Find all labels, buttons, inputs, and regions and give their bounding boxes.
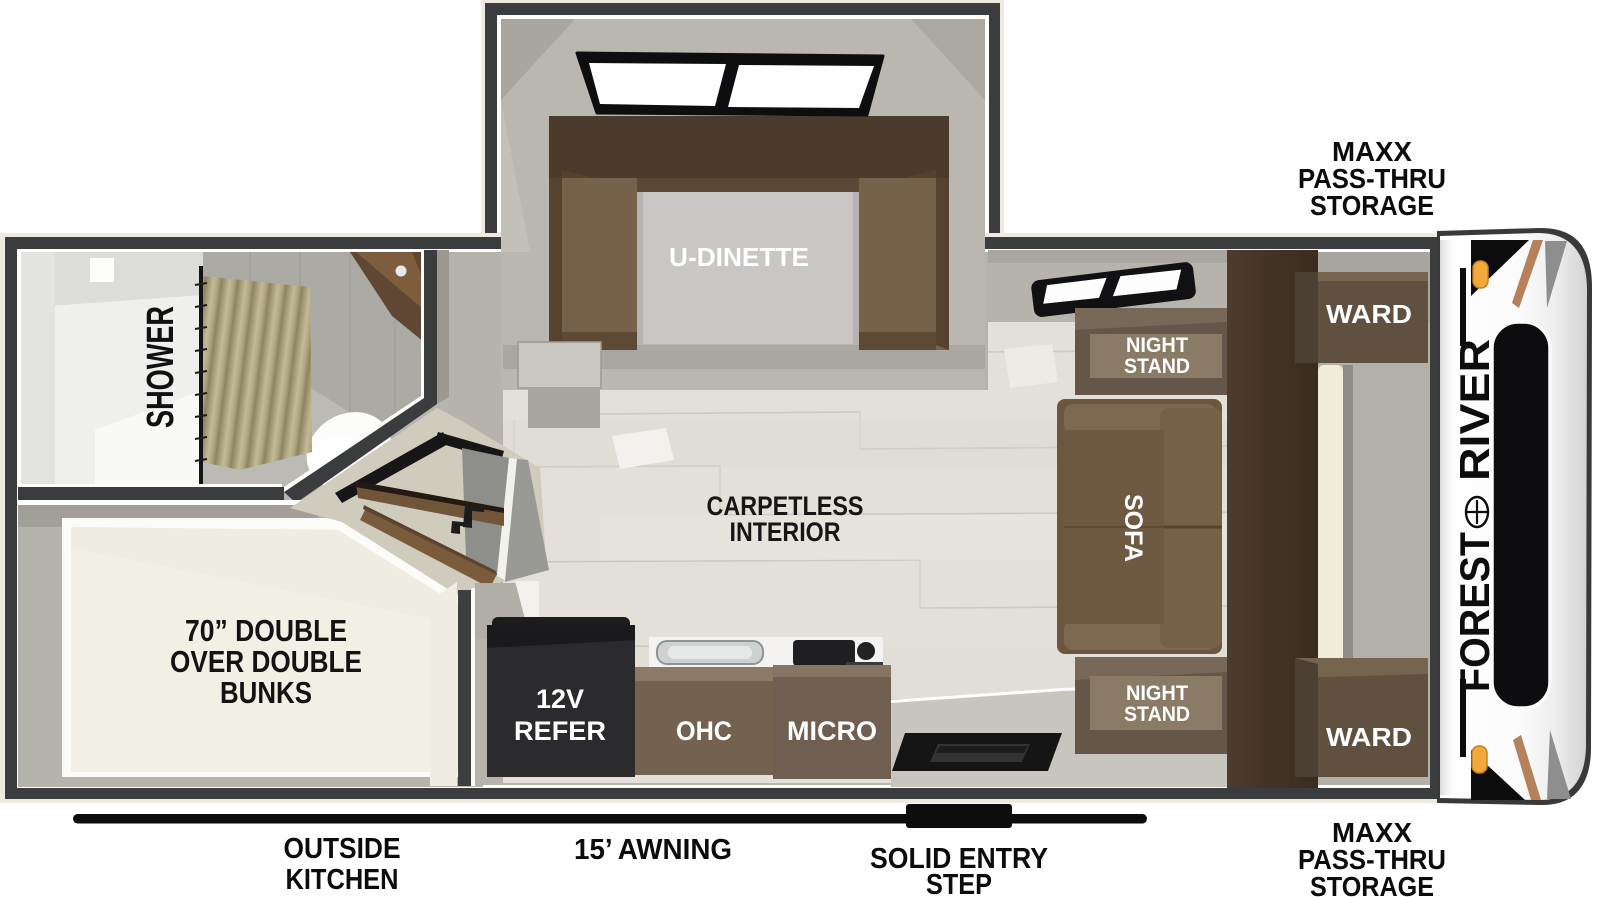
svg-text:CARPETLESS: CARPETLESS: [707, 491, 864, 521]
svg-text:SHOWER: SHOWER: [140, 306, 182, 428]
svg-text:STORAGE: STORAGE: [1310, 871, 1434, 897]
svg-text:INTERIOR: INTERIOR: [730, 517, 841, 547]
svg-text:PASS-THRU: PASS-THRU: [1298, 163, 1446, 194]
svg-text:REFER: REFER: [514, 716, 606, 746]
svg-text:70” DOUBLE: 70” DOUBLE: [185, 613, 347, 648]
svg-text:STEP: STEP: [926, 869, 992, 897]
svg-text:KITCHEN: KITCHEN: [286, 864, 399, 896]
svg-text:12V: 12V: [536, 684, 584, 714]
svg-text:OUTSIDE: OUTSIDE: [284, 833, 401, 865]
svg-text:MAXX: MAXX: [1332, 136, 1412, 167]
svg-text:BUNKS: BUNKS: [220, 675, 312, 710]
svg-text:SOFA: SOFA: [1119, 494, 1147, 562]
svg-text:MAXX: MAXX: [1332, 817, 1412, 848]
svg-text:FOREST: FOREST: [1451, 532, 1498, 692]
svg-text:NIGHT: NIGHT: [1126, 682, 1188, 705]
svg-text:RIVER: RIVER: [1451, 339, 1498, 481]
svg-text:WARD: WARD: [1326, 299, 1412, 329]
svg-text:WARD: WARD: [1326, 722, 1412, 752]
svg-text:PASS-THRU: PASS-THRU: [1298, 844, 1446, 875]
svg-text:15’ AWNING: 15’ AWNING: [574, 834, 732, 866]
svg-text:MICRO: MICRO: [787, 716, 877, 746]
svg-text:STORAGE: STORAGE: [1310, 190, 1434, 221]
svg-text:OVER DOUBLE: OVER DOUBLE: [170, 644, 362, 679]
svg-text:STAND: STAND: [1124, 355, 1190, 378]
svg-text:NIGHT: NIGHT: [1126, 334, 1188, 357]
svg-text:SOLID ENTRY: SOLID ENTRY: [870, 843, 1048, 875]
svg-text:OHC: OHC: [676, 716, 732, 746]
svg-text:U-DINETTE: U-DINETTE: [669, 242, 809, 272]
svg-text:STAND: STAND: [1124, 703, 1190, 726]
